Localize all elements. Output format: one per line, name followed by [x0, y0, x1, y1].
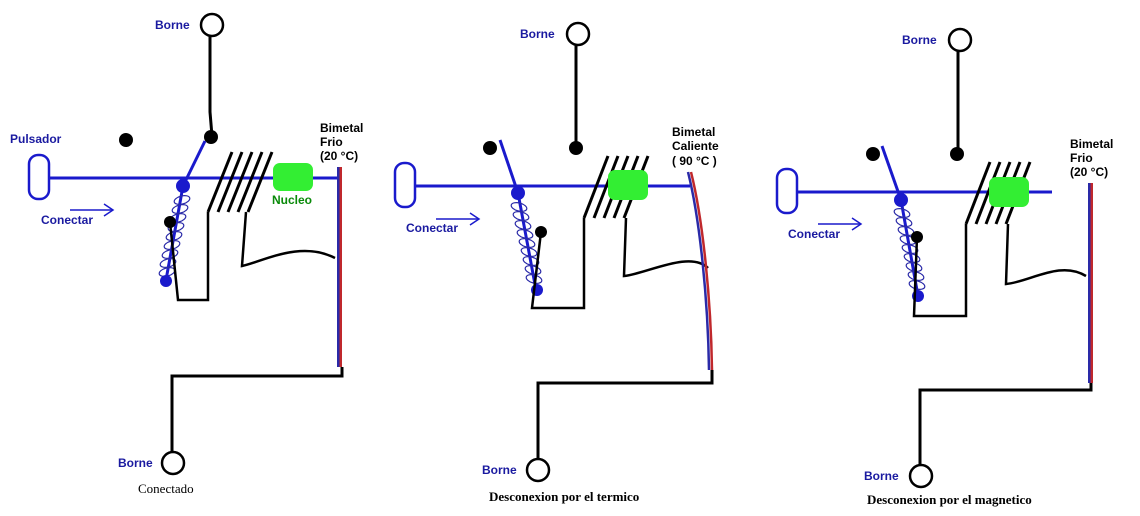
top-terminal: [947, 27, 973, 53]
bimetal-label-1: Bimetal: [1070, 137, 1113, 151]
bottom-terminal: [525, 457, 551, 483]
spring: [510, 202, 543, 284]
bimetal-strip: [1088, 183, 1091, 383]
arm-lower: [164, 185, 185, 281]
coil-exit-wire: [1004, 223, 1087, 286]
coil-wire: [912, 224, 968, 318]
contact-arm: [498, 139, 520, 194]
connect-label: Conectar: [406, 221, 458, 235]
core-label: Nucleo: [272, 193, 312, 207]
panel-magnetic-trip: Borne Conectar: [775, 27, 1113, 507]
magnetic-core: [608, 170, 648, 200]
bimetal-label-1: Bimetal: [672, 125, 715, 139]
top-terminal: [565, 21, 591, 47]
pivot: [176, 179, 190, 193]
connect-label: Conectar: [788, 227, 840, 241]
top-terminal-label: Borne: [902, 33, 937, 47]
top-terminal-label: Borne: [520, 27, 555, 41]
coil-wire: [530, 218, 586, 310]
push-button-label: Pulsador: [10, 132, 62, 146]
bimetal-strip-red: [1090, 183, 1093, 383]
fixed-contact: [569, 141, 583, 155]
bimetal-label-2: Caliente: [672, 139, 719, 153]
contact-arm: [181, 140, 207, 187]
connect-arrow-head: [851, 217, 863, 231]
top-terminal: [199, 12, 225, 38]
panel-connected: Borne Pulsador Conectar: [10, 12, 363, 496]
connect-label: Conectar: [41, 213, 93, 227]
bottom-wire: [170, 367, 344, 452]
spring: [158, 195, 191, 277]
bottom-terminal-label: Borne: [482, 463, 517, 477]
pivot: [894, 193, 908, 207]
bimetal-strip-red: [339, 167, 342, 367]
magnetic-coil: [206, 151, 274, 213]
bimetal-label-2: Frio: [1070, 151, 1093, 165]
panel-thermal-trip: Borne Conectar: [393, 21, 719, 504]
stop-dot: [119, 133, 133, 147]
bimetal-strip: [686, 171, 711, 371]
bottom-terminal: [908, 463, 934, 489]
push-button: [775, 167, 799, 215]
magnetic-core: [273, 163, 313, 191]
spring-anchor: [160, 275, 172, 287]
stop-dot: [483, 141, 497, 155]
fixed-contact: [204, 130, 218, 144]
stop-dot: [866, 147, 880, 161]
bimetal-label-1: Bimetal: [320, 121, 363, 135]
bimetal-label-3: ( 90 °C ): [672, 154, 717, 168]
bottom-terminal-label: Borne: [118, 456, 153, 470]
panel-caption: Desconexion por el magnetico: [867, 492, 1032, 507]
panel-caption: Desconexion por el termico: [489, 489, 639, 504]
top-terminal-label: Borne: [155, 18, 190, 32]
bimetal-label-3: (20 °C): [320, 149, 358, 163]
connect-arrow-head: [103, 203, 115, 217]
contact-arm: [880, 145, 903, 201]
coil-wire: [168, 212, 210, 302]
bottom-terminal-label: Borne: [864, 469, 899, 483]
bimetal-strip-red: [689, 171, 714, 371]
bimetal-label-2: Frio: [320, 135, 343, 149]
fixed-contact: [950, 147, 964, 161]
push-button: [27, 153, 51, 201]
bimetal-label-3: (20 °C): [1070, 165, 1108, 179]
bottom-terminal: [160, 450, 186, 476]
top-wire: [208, 36, 214, 137]
pivot: [511, 186, 525, 200]
connect-arrow-head: [469, 212, 481, 226]
coil-exit-wire: [622, 217, 709, 278]
bottom-wire: [536, 370, 714, 459]
magnetic-core: [989, 177, 1029, 207]
coil-exit-wire: [240, 211, 336, 268]
bimetal-strip: [337, 167, 340, 367]
push-button: [393, 161, 417, 209]
bottom-wire: [918, 383, 1093, 465]
panel-caption: Conectado: [138, 481, 194, 496]
